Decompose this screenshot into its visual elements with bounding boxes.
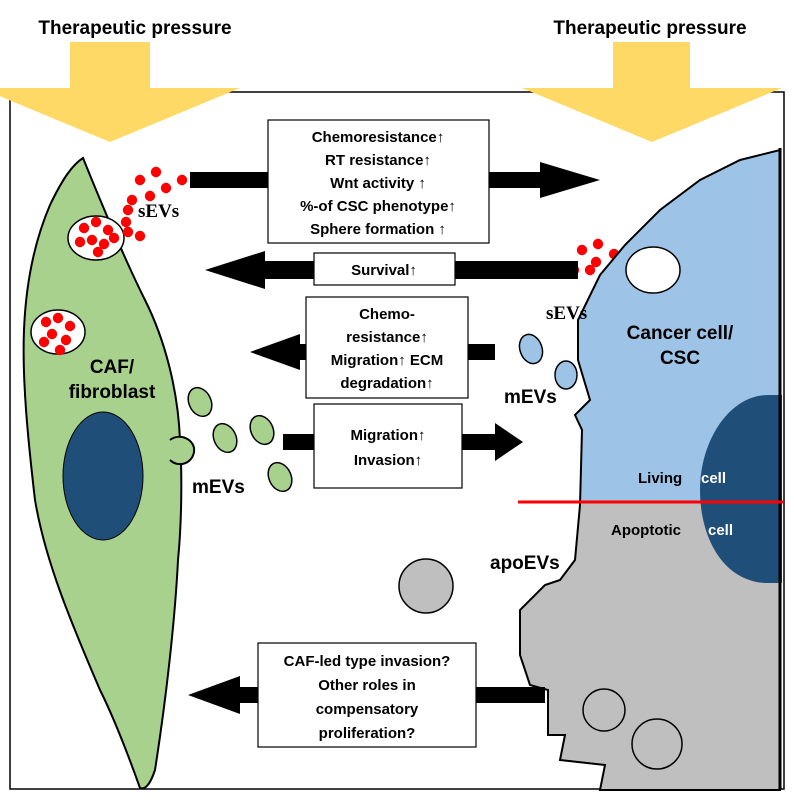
caf-label-line-1: CAF/ [90,357,135,378]
caf-mev-4 [267,461,293,493]
cancer-nucleus [700,395,782,583]
box1-line-5: Sphere formation ↑ [310,221,446,238]
box5-line-4: proliferation? [319,725,416,742]
ev-red-dot [52,312,64,324]
ev-red-dot [126,194,138,206]
caf-nucleus [62,411,144,541]
ev-red-dot [592,238,604,250]
ev-red-dot [98,238,110,250]
caf-mev-2 [212,422,238,454]
caf-mev-1 [187,386,213,418]
apoevs-label: apoEVs [490,553,560,574]
ev-red-dot [144,190,156,202]
ev-red-dot [160,182,172,194]
sevs-label-right: sEVs [546,303,587,324]
box4-line-2: Invasion↑ [354,452,422,469]
ev-red-dot [176,174,188,186]
cancer-label-line-2: CSC [660,348,700,369]
box1-line-1: Chemoresistance↑ [312,129,445,146]
ev-red-dot [92,246,104,258]
ev-red-dot [576,244,588,256]
ev-red-dot [74,236,86,248]
ev-red-dot [122,226,134,238]
ev-red-dot [590,256,602,268]
cancer-mev-1 [518,333,544,365]
box-chemoresistance [267,119,490,244]
cancer-label-line-1: Cancer cell/ [627,323,734,344]
box5-line-3: compensatory [316,701,419,718]
ev-red-dot [64,320,76,332]
ev-red-dot [46,328,58,340]
therapeutic-pressure-label-right: Therapeutic pressure [553,18,746,39]
ev-red-dot [122,204,134,216]
ev-red-dot [38,336,50,348]
cancer-mev-2 [554,360,578,390]
ev-red-dot [134,230,146,242]
caf-budding-mev [169,435,196,466]
sevs-label-left: sEVs [138,201,179,222]
ev-red-dot [134,174,146,186]
box3-line-2: resistance↑ [346,329,428,346]
apoptotic-cell-suffix: cell [708,522,733,539]
mevs-label-right: mEVs [504,387,557,408]
box3-line-1: Chemo- [359,306,415,323]
living-label: Living [638,470,682,487]
apoptotic-label: Apoptotic [611,522,681,539]
ev-red-dot [90,216,102,228]
box-migration-invasion [313,403,463,489]
therapeutic-pressure-label-left: Therapeutic pressure [38,18,231,39]
therapeutic-pressure-arrow-right [522,42,782,142]
ev-red-dot [120,216,132,228]
box1-line-4: %-of CSC phenotype↑ [300,198,456,215]
ev-red-dot [60,334,72,346]
caf-label-line-2: fibroblast [69,382,156,403]
box2-line-1: Survival↑ [351,262,417,279]
ev-red-dot [40,316,52,328]
ev-red-dot [108,232,120,244]
box3-line-4: degradation↑ [340,375,433,392]
caf-mev-3 [249,414,275,446]
cancer-sev-vesicle [625,246,681,294]
apoev-medium [631,718,683,770]
ev-red-dot [78,222,90,234]
ev-red-dot [54,344,66,356]
box4-line-1: Migration↑ [351,427,426,444]
figure-frame [9,91,785,790]
apoev-large [398,558,454,614]
apoev-small [582,688,626,732]
box-survival [313,252,456,286]
box1-line-2: RT resistance↑ [325,152,431,169]
box1-line-3: Wnt activity ↑ [330,175,426,192]
ev-red-dot [150,166,162,178]
ev-red-dot [86,234,98,246]
box-chemo-migration [305,296,469,399]
cancer-cell-outline [519,148,781,791]
ev-red-dot [102,224,114,236]
living-cell-suffix: cell [701,470,726,487]
mevs-label-left: mEVs [192,477,245,498]
box5-line-1: CAF-led type invasion? [284,653,451,670]
therapeutic-pressure-arrow-left [0,42,240,142]
ev-red-dot [584,264,596,276]
box5-line-2: Other roles in [318,677,416,694]
box-caf-led-invasion [257,642,477,748]
box3-line-3: Migration↑ ECM [331,352,444,369]
